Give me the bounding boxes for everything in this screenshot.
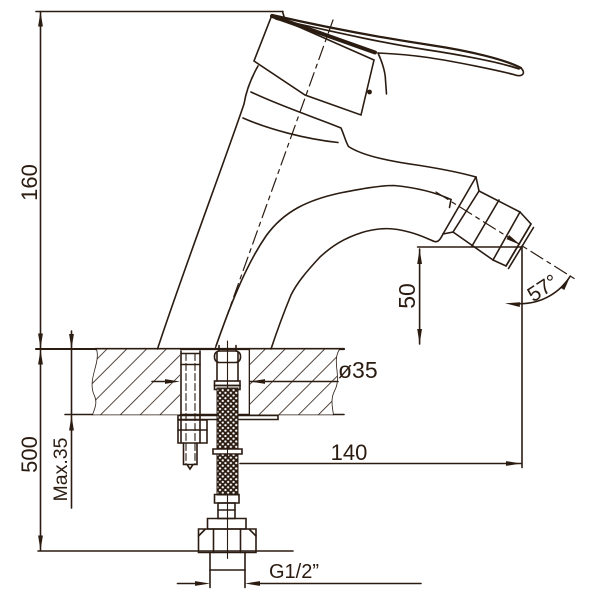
svg-text:140: 140: [331, 440, 368, 465]
svg-text:Max.35: Max.35: [50, 437, 72, 501]
svg-text:57°: 57°: [523, 270, 562, 307]
svg-text:500: 500: [17, 436, 42, 473]
svg-text:160: 160: [17, 164, 42, 201]
svg-text:ø35: ø35: [338, 357, 378, 383]
svg-text:50: 50: [394, 283, 420, 309]
svg-text:G1/2”: G1/2”: [269, 561, 319, 583]
